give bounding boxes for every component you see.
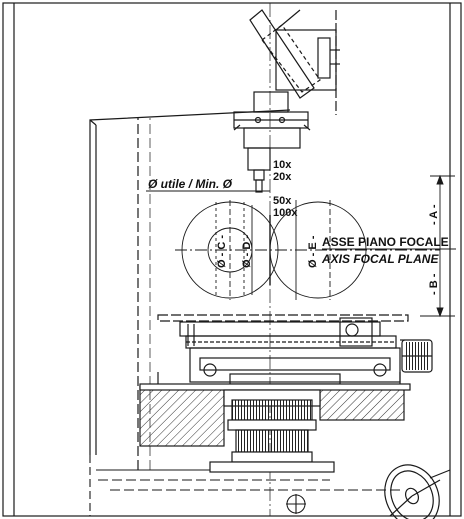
xy-stage — [157, 314, 433, 385]
dim-label-e: Ø - E - — [307, 235, 319, 268]
focus-handwheel — [384, 464, 451, 519]
stage-base — [139, 372, 411, 473]
field-of-view-circles — [175, 200, 440, 300]
mag-20x: 20x — [273, 171, 292, 183]
diameter-caption: Ø utile / Min. Ø — [148, 177, 233, 191]
stage-knob — [404, 342, 430, 370]
mag-50x: 50x — [273, 195, 292, 207]
mag-100x: 100x — [273, 207, 298, 219]
eyepiece-arm — [249, 9, 340, 115]
dim-label-d: Ø - D - — [241, 235, 253, 268]
focal-axis-english: AXIS FOCAL PLANE — [321, 252, 439, 266]
magnification-labels: 10x 20x 50x 100x — [273, 159, 298, 219]
objective-turret — [233, 91, 311, 193]
mag-10x: 10x — [273, 159, 292, 171]
dim-label-b: - B - — [428, 273, 440, 295]
dim-label-c: Ø - C - — [216, 235, 228, 268]
lower-assembly — [89, 455, 400, 516]
focal-axis-italian: ASSE PIANO FOCALE — [322, 235, 449, 249]
dim-label-a: - A - — [428, 204, 440, 225]
dimension-lines — [420, 174, 455, 318]
